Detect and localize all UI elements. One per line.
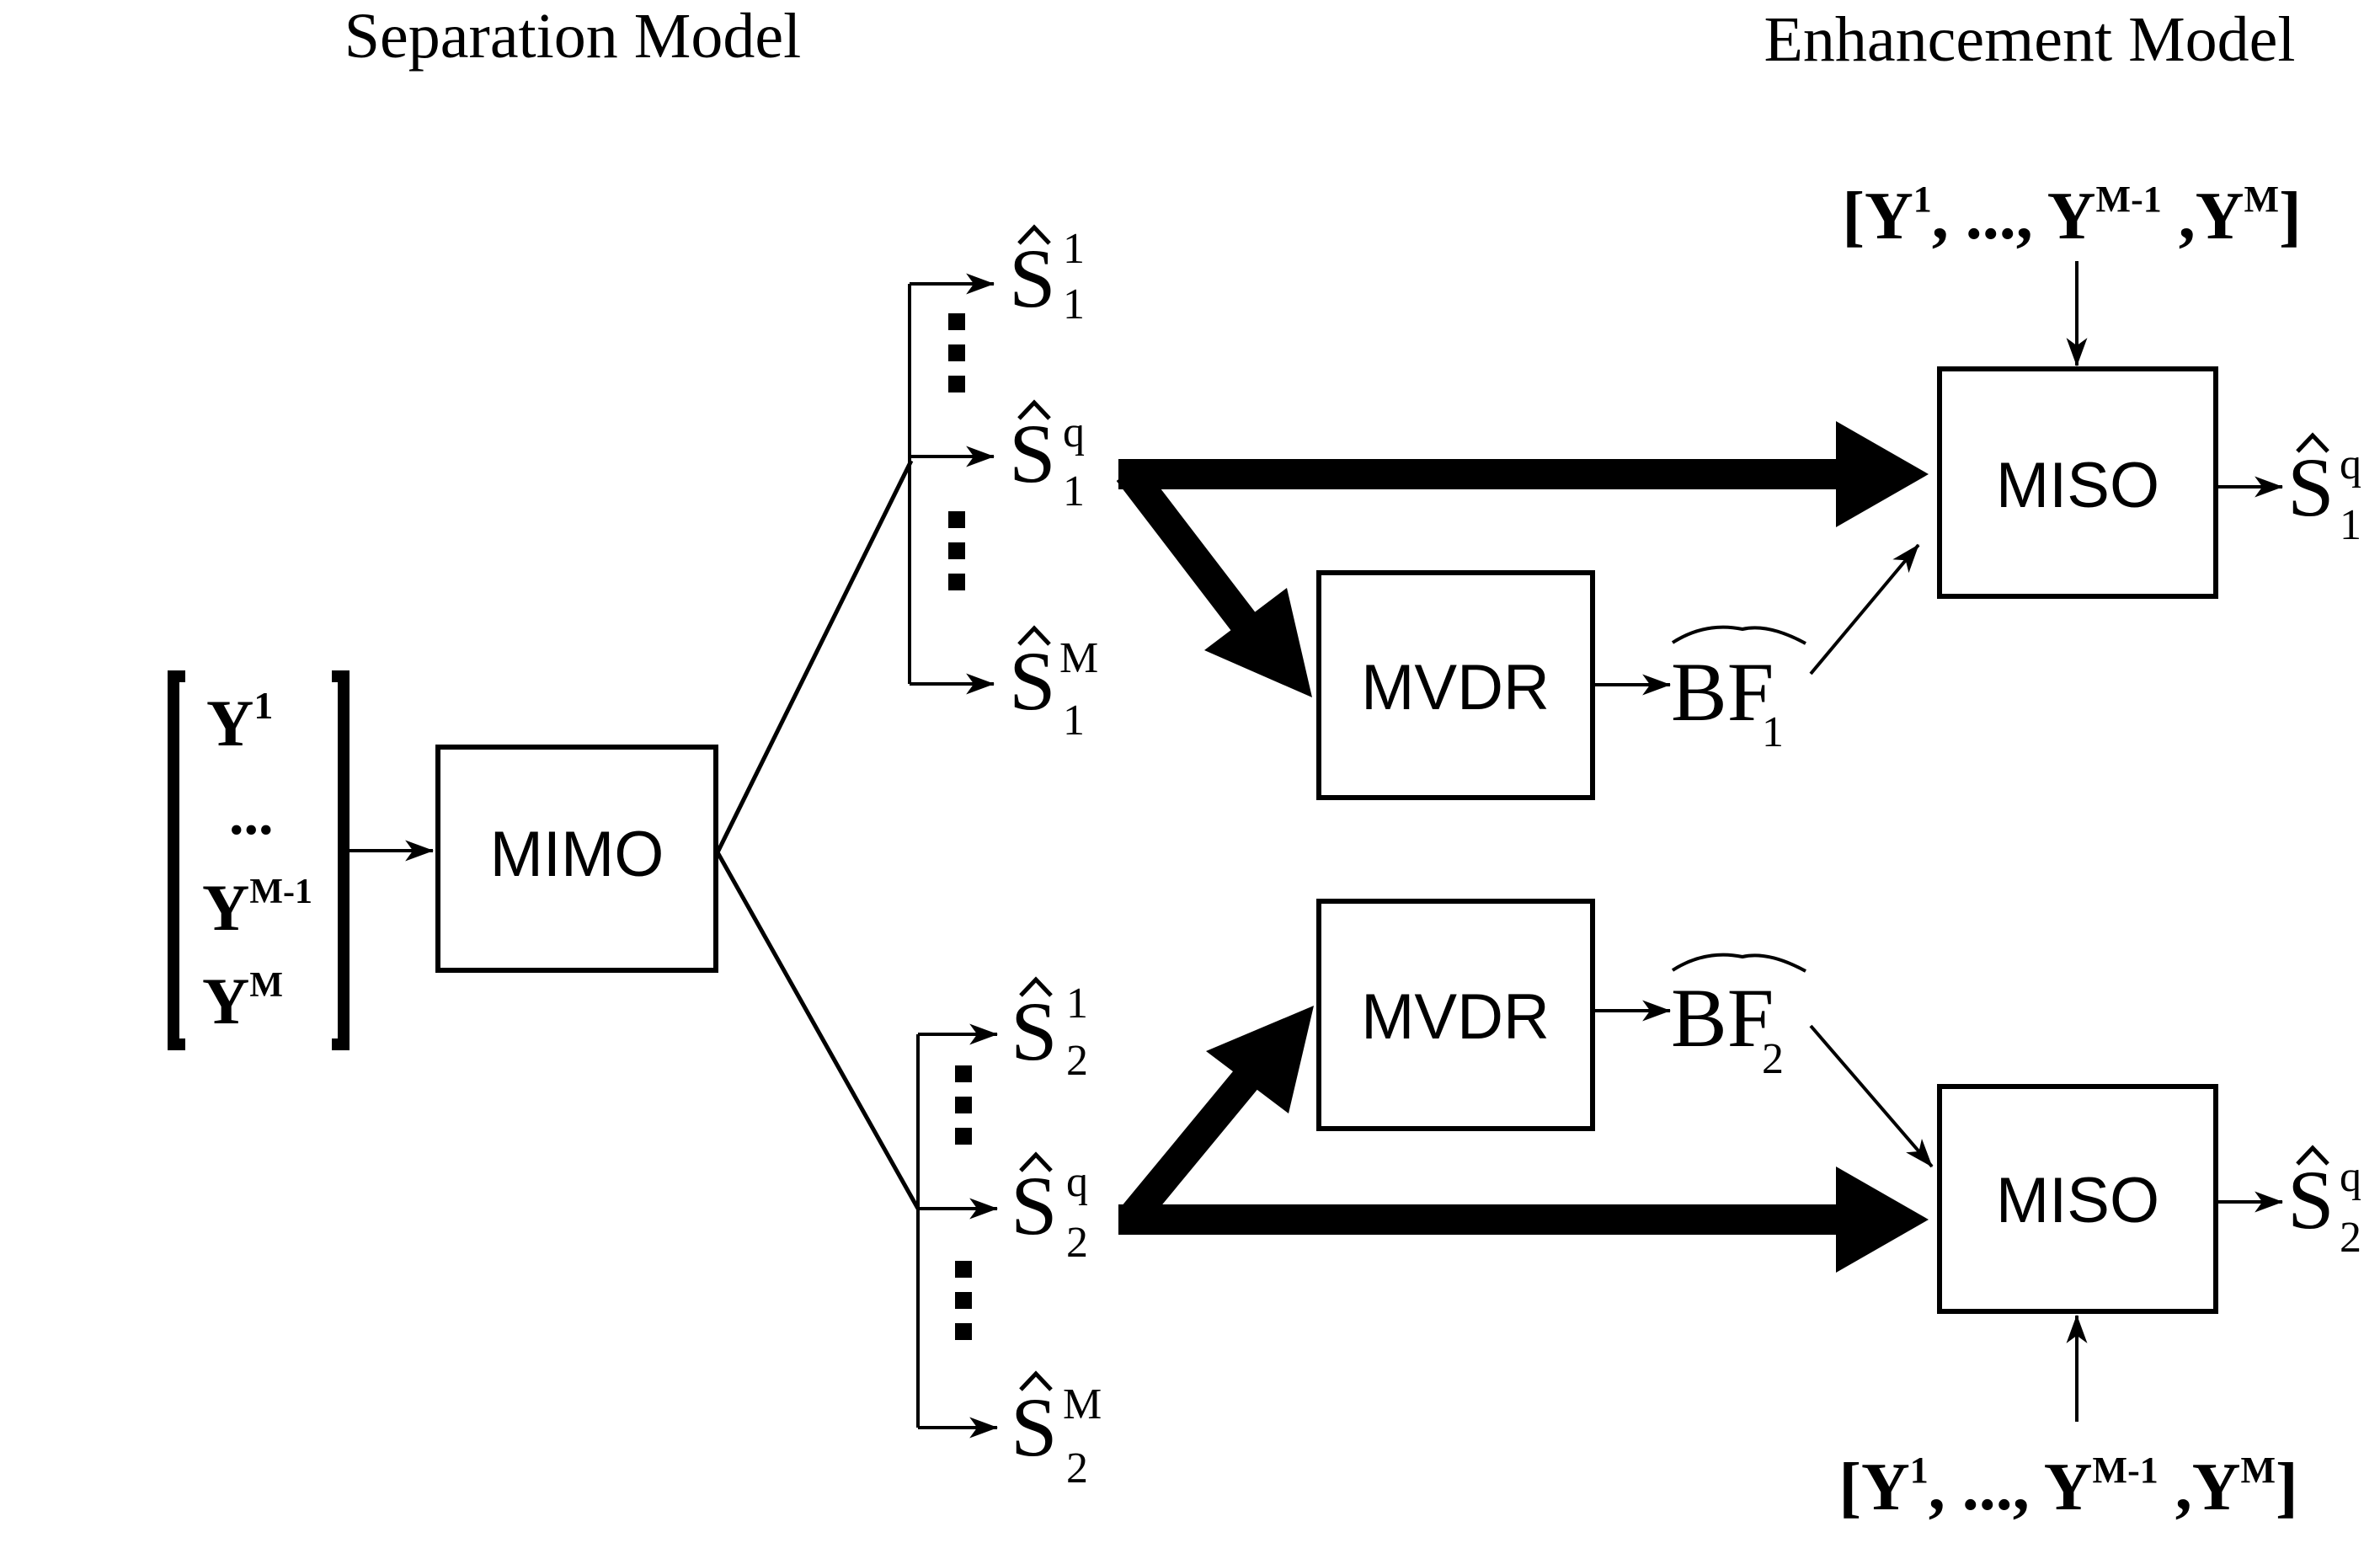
left-bracket [168, 670, 185, 1050]
svg-text:S: S [1011, 985, 1058, 1078]
svg-text:S: S [1011, 1159, 1058, 1252]
right-bracket [332, 670, 350, 1050]
svg-text:q: q [2340, 440, 2361, 489]
svg-text:1: 1 [1063, 467, 1085, 515]
svg-text:2: 2 [1066, 1444, 1088, 1492]
thick-arrow-s1-to-mvdr-shaft [1116, 462, 1267, 646]
thick-arrows-source2 [1118, 1006, 1929, 1273]
input-ym1: YM-1 [202, 871, 312, 944]
thick-arrow-s1-to-mvdr-head [1204, 588, 1312, 697]
estimate-s1-m: S M 1 [1009, 625, 1098, 745]
source1-dots-upper [948, 313, 965, 392]
svg-text:1: 1 [1063, 697, 1085, 745]
svg-text:S: S [1009, 232, 1056, 325]
svg-text:2: 2 [1066, 1037, 1088, 1085]
svg-text:S: S [1009, 634, 1056, 728]
svg-text:1: 1 [1762, 708, 1784, 756]
svg-text:M: M [1059, 634, 1098, 682]
estimate-s1-q: S q 1 [1009, 399, 1085, 515]
input-ellipsis: ... [229, 782, 274, 847]
mimo-label: MIMO [490, 819, 664, 890]
miso-box-1 [1937, 366, 2218, 599]
mimo-to-source2-line [715, 851, 921, 1210]
svg-text:S: S [2287, 440, 2335, 534]
enhancement-model-title: Enhancement Model [1764, 4, 2295, 75]
bf2-to-miso2-arrow [1809, 1024, 1934, 1168]
source2-branch: S 1 2 S q 2 S M 2 [916, 976, 1102, 1492]
source2-dots-upper [955, 1065, 972, 1145]
svg-text:2: 2 [2340, 1214, 2361, 1262]
svg-text:S: S [1011, 1380, 1058, 1474]
svg-text:S: S [2287, 1153, 2335, 1247]
mvdr-box-1 [1316, 570, 1595, 800]
svg-text:2: 2 [1762, 1035, 1784, 1083]
svg-text:1: 1 [1063, 280, 1085, 328]
thick-arrow-s1-to-miso-head [1836, 421, 1929, 527]
estimate-s2-m: S M 2 [1011, 1370, 1102, 1492]
beamformer-output-2: BF 2 [1671, 953, 1806, 1083]
thick-arrows-source1 [1116, 421, 1929, 697]
thick-arrow-s2-to-miso-head [1836, 1167, 1929, 1273]
svg-text:M: M [1063, 1380, 1102, 1428]
mvdr-label-2: MVDR [1361, 981, 1550, 1053]
estimate-s1-1: S 1 1 [1009, 224, 1085, 328]
thick-arrow-s2-to-mvdr-head [1206, 1006, 1314, 1113]
mimo-to-source1-line [715, 459, 914, 854]
svg-text:q: q [1066, 1158, 1088, 1206]
miso-label-2: MISO [1996, 1165, 2159, 1236]
mimo-box [435, 745, 718, 973]
input-y1: Y1 [206, 684, 273, 760]
final-output-s1-q: S q 1 [2287, 432, 2361, 549]
source1-branch: S 1 1 S q 1 S M 1 [908, 224, 1098, 745]
bf1-to-miso1-arrow [1809, 543, 1920, 675]
svg-text:1: 1 [1066, 980, 1088, 1028]
svg-text:S: S [1009, 407, 1056, 500]
mvdr-box-2 [1316, 899, 1595, 1131]
estimate-s2-1: S 1 2 [1011, 976, 1088, 1085]
separation-model-title: Separation Model [344, 1, 801, 72]
svg-text:q: q [2340, 1153, 2361, 1201]
input-ym: YM [202, 964, 283, 1038]
svg-text:BF: BF [1671, 645, 1774, 739]
svg-text:BF: BF [1671, 971, 1774, 1065]
mic-list-top: [Y1, ..., YM-1 ,YM] [1842, 179, 2301, 254]
miso-label-1: MISO [1996, 450, 2159, 521]
beamformer-output-1: BF 1 [1671, 625, 1806, 756]
svg-text:2: 2 [1066, 1219, 1088, 1267]
svg-text:1: 1 [1063, 225, 1085, 273]
source2-dots-lower [955, 1261, 972, 1340]
svg-text:q: q [1063, 408, 1085, 456]
mvdr-label-1: MVDR [1361, 652, 1550, 723]
svg-text:1: 1 [2340, 501, 2361, 549]
mic-list-bottom: [Y1, ..., YM-1 ,YM] [1838, 1450, 2297, 1524]
source1-dots-lower [948, 511, 965, 590]
miso-box-2 [1937, 1084, 2218, 1314]
thick-arrow-s2-to-mvdr-shaft [1118, 1054, 1270, 1230]
final-output-s2-q: S q 2 [2287, 1145, 2361, 1262]
input-vector: Y1 ... YM-1 YM [168, 670, 350, 1050]
estimate-s2-q: S q 2 [1011, 1151, 1088, 1267]
